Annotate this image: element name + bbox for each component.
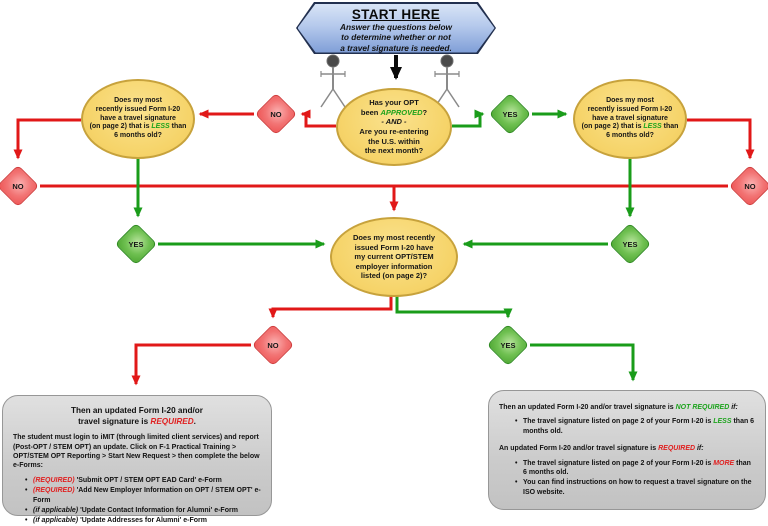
required-statement: An updated Form I-20 and/or travel signa… (499, 445, 704, 453)
question-employer-text: Does my most recently issued Form I-20 h… (352, 233, 436, 281)
start-banner-title: START HERE (351, 6, 441, 22)
required-box-body: The student must login to iMIT (through … (13, 434, 260, 470)
start-banner-face: START HERE Answer the questions below to… (297, 3, 495, 54)
question-opt-text: Has your OPT been APPROVED?- AND -Are yo… (359, 98, 429, 156)
question-travel-right-ellipse: Does my most recently issued Form I-20 h… (573, 79, 687, 159)
not-required-result-box: Then an updated Form I-20 and/or travel … (488, 390, 766, 510)
no-diamond-left-edge: NO (0, 164, 40, 208)
required-box-bullets: (REQUIRED) 'Submit OPT / STEM OPT EAD Ca… (13, 476, 261, 526)
red-connectors (13, 109, 755, 386)
not-required-statement: Then an updated Form I-20 and/or travel … (499, 404, 738, 411)
yes-diamond-right: YES (608, 222, 652, 266)
yes-diamond-employer: YES (486, 323, 530, 367)
no-diamond-opt: NO (254, 92, 298, 136)
green-connectors (133, 109, 638, 382)
required-result-box: Then an updated Form I-20 and/or travel … (2, 395, 272, 526)
list-item: (if applicable) 'Update Addresses for Al… (25, 516, 261, 526)
list-item: (REQUIRED) 'Add New Employer Information… (25, 486, 261, 505)
stick-figure-right (434, 54, 460, 108)
list-item: The travel signature listed on page 2 of… (515, 417, 755, 436)
question-travel-right-text: Does my most recently issued Form I-20 h… (581, 96, 679, 140)
no-diamond-employer: NO (251, 323, 295, 367)
question-travel-left-text: Does my most recently issued Form I-20 h… (89, 96, 187, 140)
not-required-bullets: The travel signature listed on page 2 of… (499, 417, 755, 436)
question-opt-ellipse: Has your OPT been APPROVED?- AND -Are yo… (336, 88, 452, 166)
start-banner: START HERE Answer the questions below to… (296, 2, 496, 54)
question-employer-ellipse: Does my most recently issued Form I-20 h… (330, 217, 458, 297)
start-banner-subtitle: Answer the questions below to determine … (339, 21, 453, 54)
question-travel-left-ellipse: Does my most recently issued Form I-20 h… (81, 79, 195, 159)
required-box-heading: Then an updated Form I-20 and/or travel … (71, 406, 203, 426)
required-bullets: The travel signature listed on page 2 of… (499, 459, 755, 498)
list-item: (if applicable) 'Update Contact Informat… (25, 506, 261, 516)
list-item: You can find instructions on how to requ… (515, 478, 755, 497)
yes-diamond-left: YES (114, 222, 158, 266)
stick-figure-left (320, 54, 346, 108)
list-item: (REQUIRED) 'Submit OPT / STEM OPT EAD Ca… (25, 476, 261, 486)
yes-diamond-opt: YES (488, 92, 532, 136)
no-diamond-right-edge: NO (728, 164, 768, 208)
list-item: The travel signature listed on page 2 of… (515, 459, 755, 478)
